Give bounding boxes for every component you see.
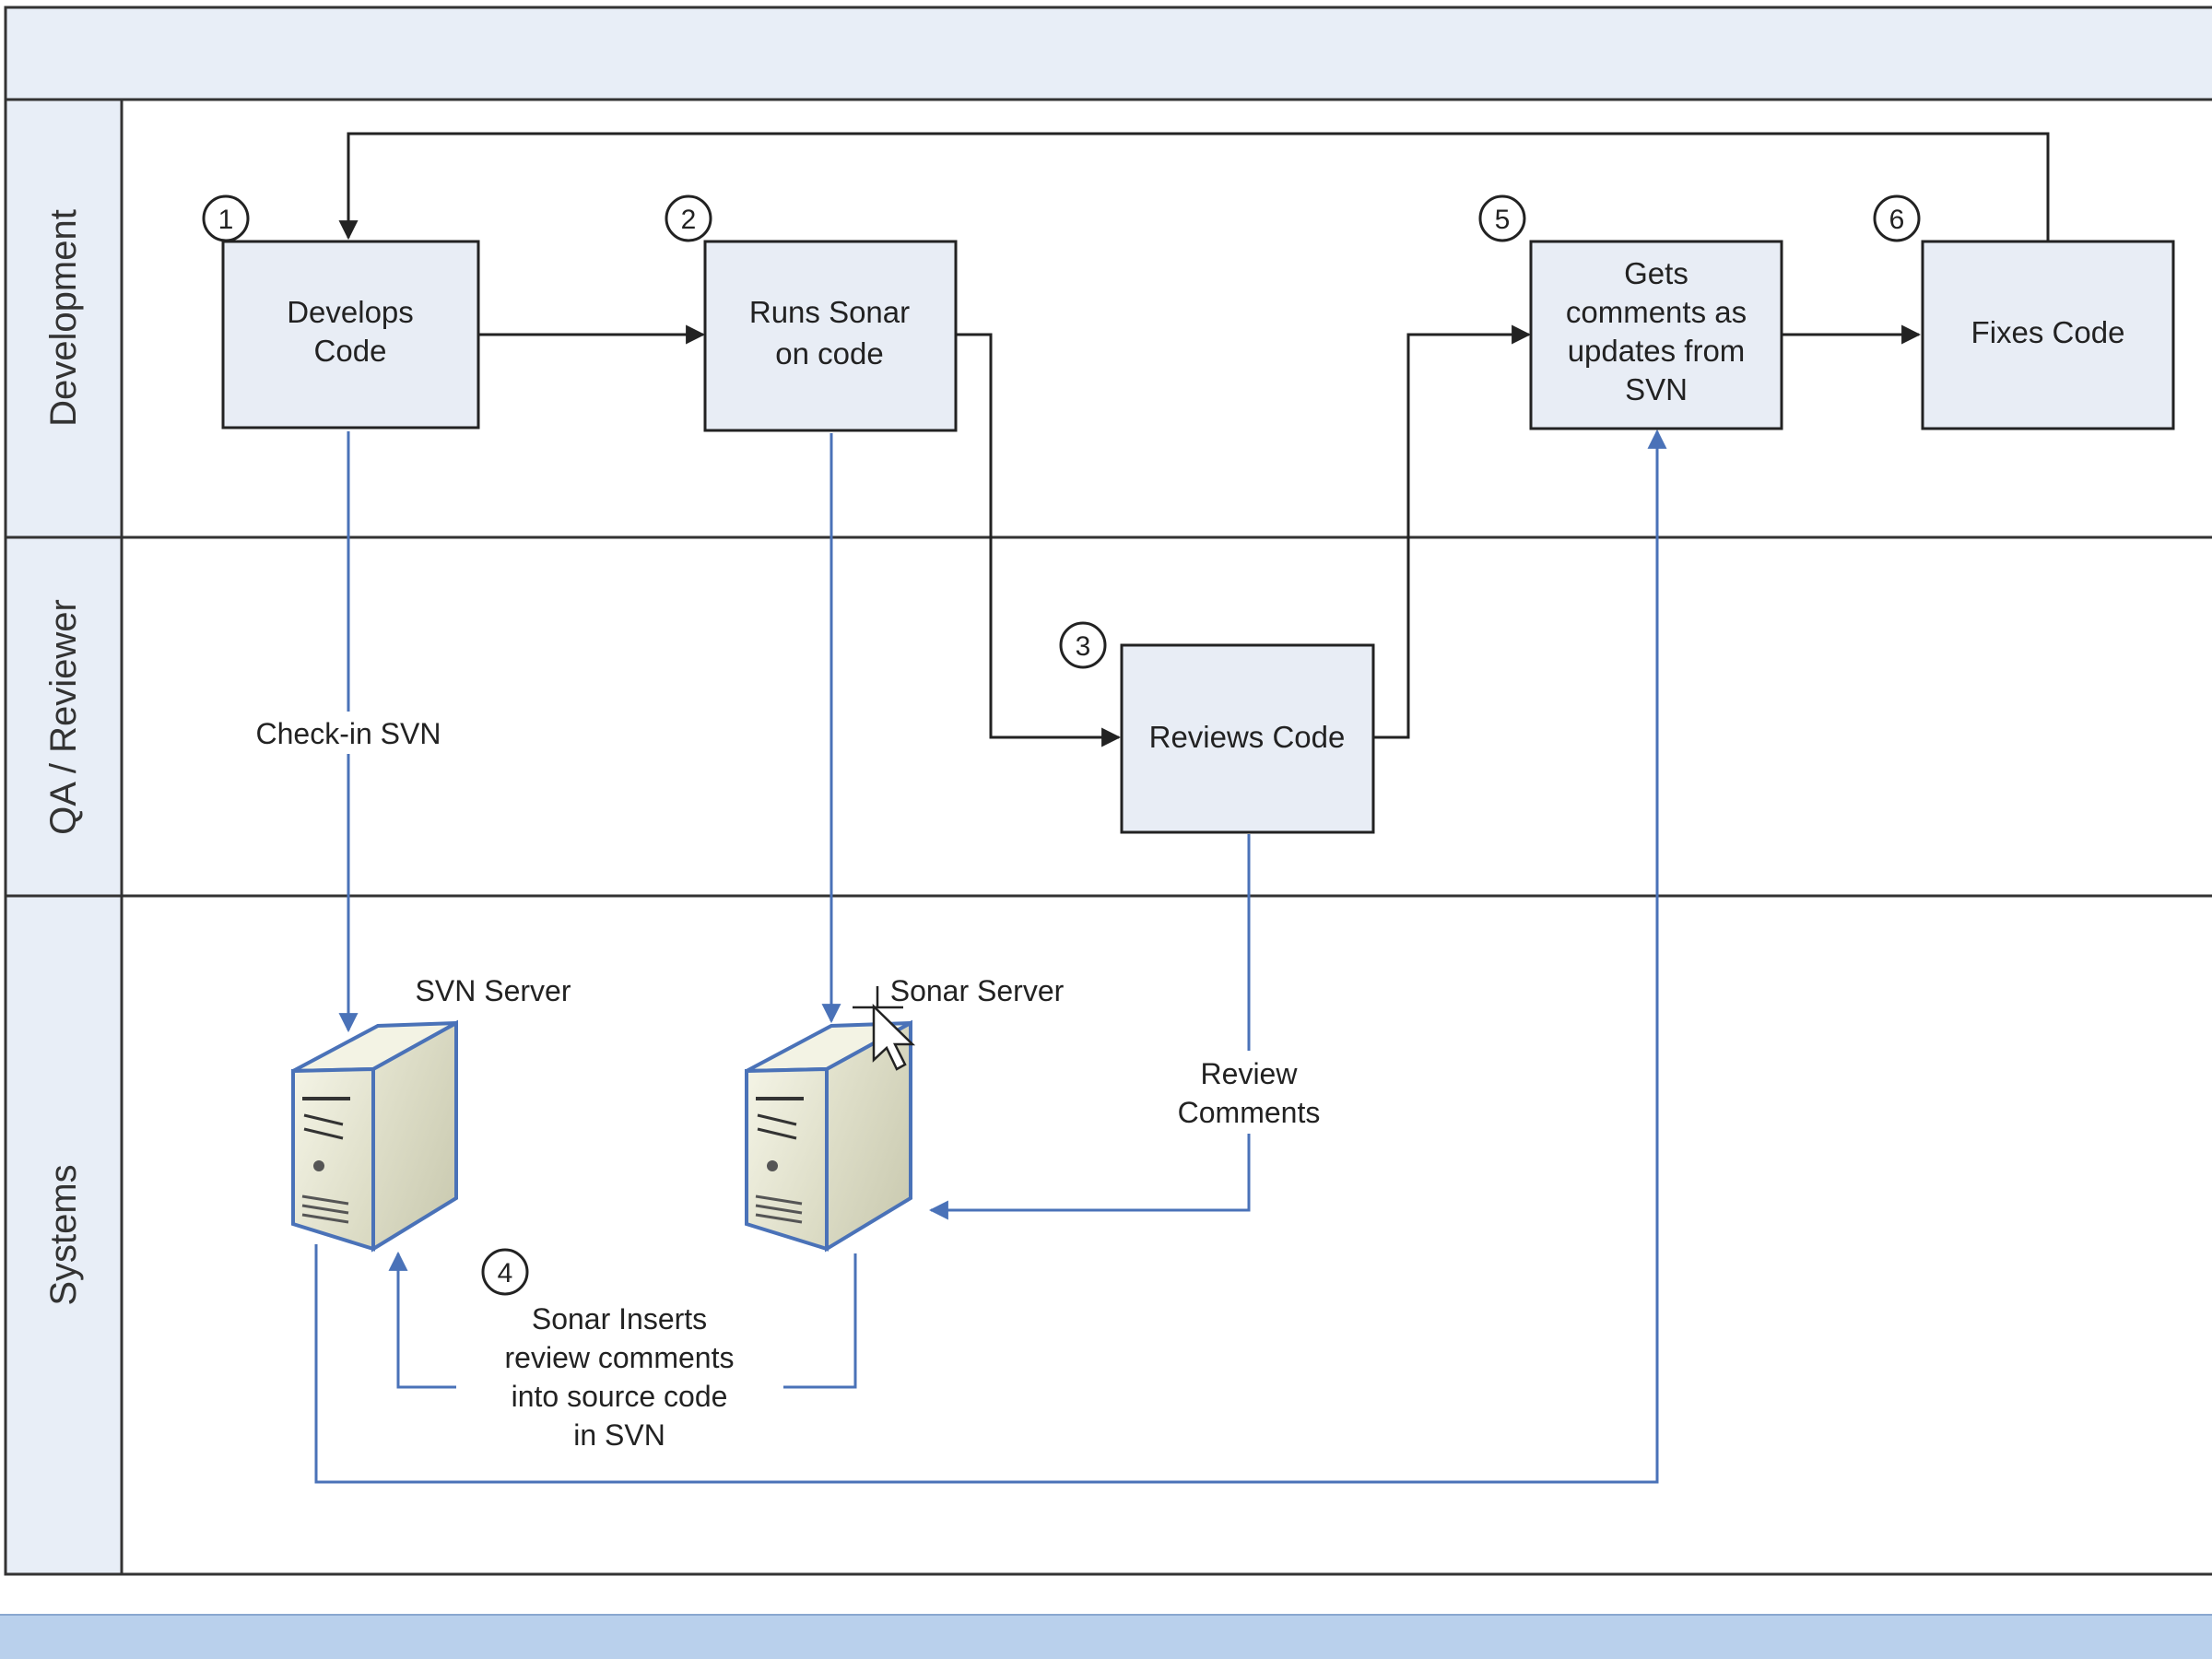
step-number-5: 5 xyxy=(1478,194,1526,242)
step-box xyxy=(1921,240,2175,430)
pool-header xyxy=(4,6,2212,101)
step-number-6: 6 xyxy=(1873,194,1921,242)
step-number-4: 4 xyxy=(481,1248,529,1296)
lane-label-qa-reviewer: QA / Reviewer xyxy=(43,599,84,835)
review-comments-connector xyxy=(928,834,1251,1220)
step-label-line: Code xyxy=(314,334,387,368)
step-label-line: Develops xyxy=(287,295,414,329)
svg-text:1: 1 xyxy=(218,205,234,235)
svg-text:6: 6 xyxy=(1889,205,1905,235)
step-label-line: Fixes Code xyxy=(1971,315,2125,349)
step-label-line: updates from xyxy=(1568,334,1746,368)
step-label-line: Reviews Code xyxy=(1149,720,1346,754)
lane-label-development: Development xyxy=(43,209,84,427)
review-comments-label-bg xyxy=(1152,1051,1346,1134)
step-label-line: Runs Sonar xyxy=(749,295,910,329)
step-number-1: 1 xyxy=(202,194,250,242)
checkin-label-bg xyxy=(238,712,459,754)
step-number-2: 2 xyxy=(665,194,712,242)
svg-text:4: 4 xyxy=(498,1258,513,1288)
connector-3-to-5 xyxy=(1374,324,1532,739)
step-box xyxy=(703,240,958,432)
lane-header-column xyxy=(4,98,124,1576)
step-develops-code: Develops Code xyxy=(221,240,480,429)
step-label-line: on code xyxy=(775,336,883,371)
lane-label-systems: Systems xyxy=(43,1164,84,1305)
bottom-status-bar xyxy=(0,1615,2212,1659)
server-icon xyxy=(745,1019,912,1253)
sonar-server-label: Sonar Server xyxy=(890,974,1065,1007)
svn-server: SVN Server xyxy=(291,974,571,1253)
step-box xyxy=(1529,240,1783,430)
connector-2-to-3 xyxy=(957,333,1122,747)
step-label-line: comments as xyxy=(1566,295,1747,329)
svg-text:5: 5 xyxy=(1495,205,1511,235)
step-runs-sonar: Runs Sonar on code xyxy=(703,240,958,432)
step-label-line: Gets xyxy=(1624,256,1688,290)
svg-text:3: 3 xyxy=(1076,631,1091,662)
svn-updates-connector xyxy=(314,429,1667,1484)
step-box xyxy=(1120,643,1375,834)
server-icon xyxy=(291,1019,458,1253)
checkin-svn-label: Check-in SVN xyxy=(256,717,441,750)
step-reviews-code: Reviews Code xyxy=(1120,643,1375,834)
step-number-3: 3 xyxy=(1059,621,1107,669)
sonar-server: Sonar Server xyxy=(745,974,1065,1253)
sonar-inserts-label-line: into source code xyxy=(512,1380,728,1413)
loop-back-connector xyxy=(338,132,2050,241)
mouse-cursor-icon xyxy=(872,1004,916,1071)
sonar-inserts-connector-left xyxy=(388,1251,456,1389)
step-label-line: SVN xyxy=(1625,372,1688,406)
sonar-inserts-label-line: Sonar Inserts xyxy=(532,1302,707,1335)
resize-cursor-icon xyxy=(853,986,903,1009)
review-comments-label-line: Comments xyxy=(1178,1096,1321,1129)
step-gets-comments: Gets comments as updates from SVN xyxy=(1529,240,1783,430)
review-comments-label-line: Review xyxy=(1201,1057,1299,1090)
svn-server-label: SVN Server xyxy=(416,974,571,1007)
sonar-inserts-label-line: in SVN xyxy=(573,1418,665,1452)
sonar-inserts-connector-right xyxy=(783,1253,857,1389)
step-fixes-code: Fixes Code xyxy=(1921,240,2175,430)
sonar-inserts-label-line: review comments xyxy=(505,1341,735,1374)
svg-text:2: 2 xyxy=(681,205,697,235)
step-box xyxy=(221,240,480,429)
